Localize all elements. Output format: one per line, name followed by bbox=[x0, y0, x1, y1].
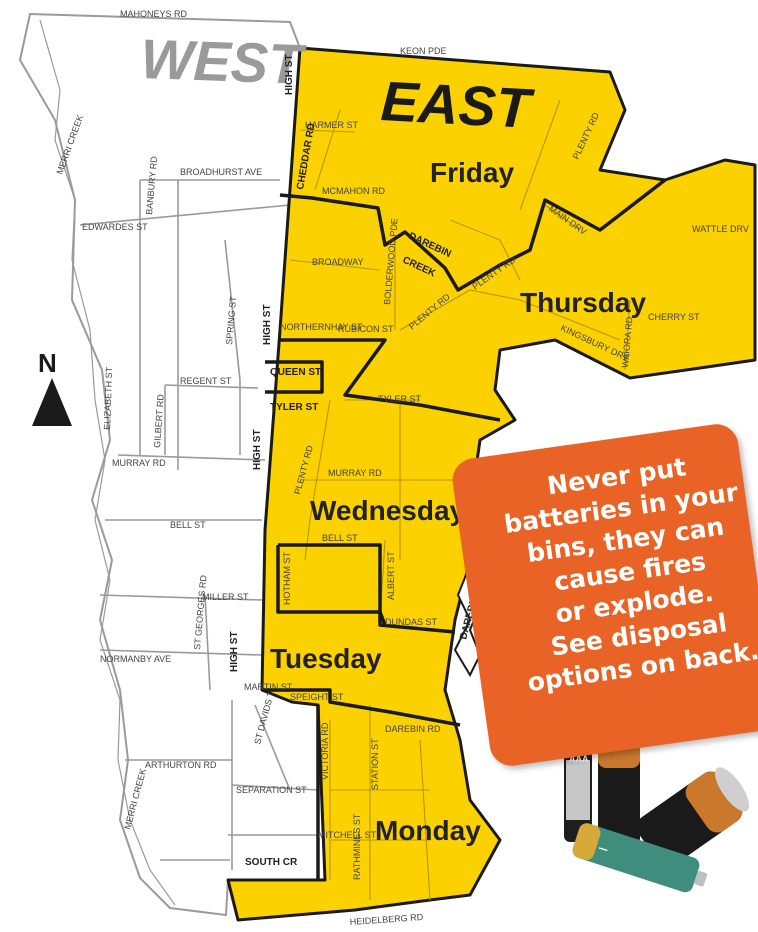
region-east-label: EAST bbox=[379, 69, 536, 140]
road-label-arthurton: ARTHURTON RD bbox=[145, 760, 217, 770]
road-label-miller: MILLER ST bbox=[202, 592, 249, 602]
north-arrow: N bbox=[32, 348, 72, 426]
road-label-regent: REGENT ST bbox=[180, 376, 232, 386]
zone-boundaries bbox=[262, 178, 667, 880]
road-label-heidelberg: HEIDELBERG RD bbox=[349, 912, 424, 927]
road-label-waiora: WAIORA RD bbox=[620, 316, 634, 368]
road-label-high-mid: HIGH ST bbox=[262, 304, 273, 345]
road-label-mcmahon: MCMAHON RD bbox=[322, 186, 385, 196]
road-label-station: STATION ST bbox=[370, 738, 380, 790]
day-label-tuesday: Tuesday bbox=[270, 643, 382, 674]
road-label-queen: QUEEN ST bbox=[270, 367, 321, 378]
road-label-bell-west: BELL ST bbox=[170, 520, 206, 530]
road-label-martin: MARTIN ST bbox=[244, 682, 293, 692]
road-label-edwardes: EDWARDES ST bbox=[82, 222, 148, 232]
region-west-label: WEST bbox=[140, 27, 309, 96]
road-label-rathmines: RATHMINES ST bbox=[352, 813, 362, 880]
north-arrow-label: N bbox=[38, 348, 57, 378]
day-label-friday: Friday bbox=[430, 157, 514, 188]
battery-warning-text: Never put batteries in your bins, they c… bbox=[466, 440, 758, 704]
road-label-tyler-west: TYLER ST bbox=[270, 402, 318, 413]
road-label-dundas: DUNDAS ST bbox=[385, 617, 438, 627]
east-road-grid bbox=[289, 99, 631, 901]
road-label-keon: KEON PDE bbox=[400, 46, 447, 56]
road-label-hotham: HOTHAM ST bbox=[282, 551, 292, 605]
north-arrow-icon bbox=[32, 378, 72, 426]
road-label-murray-east: MURRAY RD bbox=[328, 468, 382, 478]
road-label-albert: ALBERT ST bbox=[386, 551, 396, 600]
road-label-murray-west: MURRAY RD bbox=[112, 458, 166, 468]
road-label-south-cr: SOUTH CR bbox=[245, 857, 298, 868]
road-label-tyler-east: TYLER ST bbox=[378, 394, 422, 404]
road-label-gilbert: GILBERT RD bbox=[152, 393, 166, 448]
road-label-high-bottom: HIGH ST bbox=[229, 631, 240, 672]
merri-creek bbox=[39, 19, 176, 906]
road-label-spring: SPRING ST bbox=[224, 295, 238, 345]
day-label-thursday: Thursday bbox=[520, 287, 646, 318]
road-label-high-lower: HIGH ST bbox=[252, 429, 263, 470]
road-label-mahoneys: MAHONEYS RD bbox=[120, 9, 188, 19]
road-label-mitchell: MITCHELL ST bbox=[318, 830, 377, 840]
road-label-victoria: VICTORIA RD bbox=[320, 722, 330, 780]
road-label-high-top: HIGH ST bbox=[284, 54, 295, 95]
batteries-illustration: AAA + − bbox=[564, 720, 750, 893]
road-label-northernhay: NORTHERNHAY ST bbox=[280, 322, 363, 332]
road-label-broadway: BROADWAY bbox=[312, 257, 364, 267]
road-label-rubicon: RUBICON ST bbox=[338, 324, 394, 334]
road-label-speight: SPEIGHT ST bbox=[290, 692, 344, 702]
day-label-wednesday: Wednesday bbox=[310, 495, 466, 526]
aaa-battery-label: AAA bbox=[569, 754, 589, 764]
road-label-wattle: WATTLE DRV bbox=[692, 224, 749, 234]
road-label-elizabeth: ELIZABETH ST bbox=[102, 366, 114, 430]
road-label-bell-east: BELL ST bbox=[322, 533, 358, 543]
road-label-harmer: HARMER ST bbox=[305, 120, 359, 130]
road-label-broadhurst: BROADHURST AVE bbox=[180, 167, 262, 177]
road-label-normanby: NORMANBY AVE bbox=[100, 654, 171, 664]
day-label-monday: Monday bbox=[375, 815, 481, 846]
west-road-grid bbox=[79, 179, 319, 870]
road-label-separation: SEPARATION ST bbox=[236, 785, 307, 795]
road-label-cherry: CHERRY ST bbox=[648, 312, 700, 322]
road-label-darebin-rd: DAREBIN RD bbox=[385, 724, 441, 734]
